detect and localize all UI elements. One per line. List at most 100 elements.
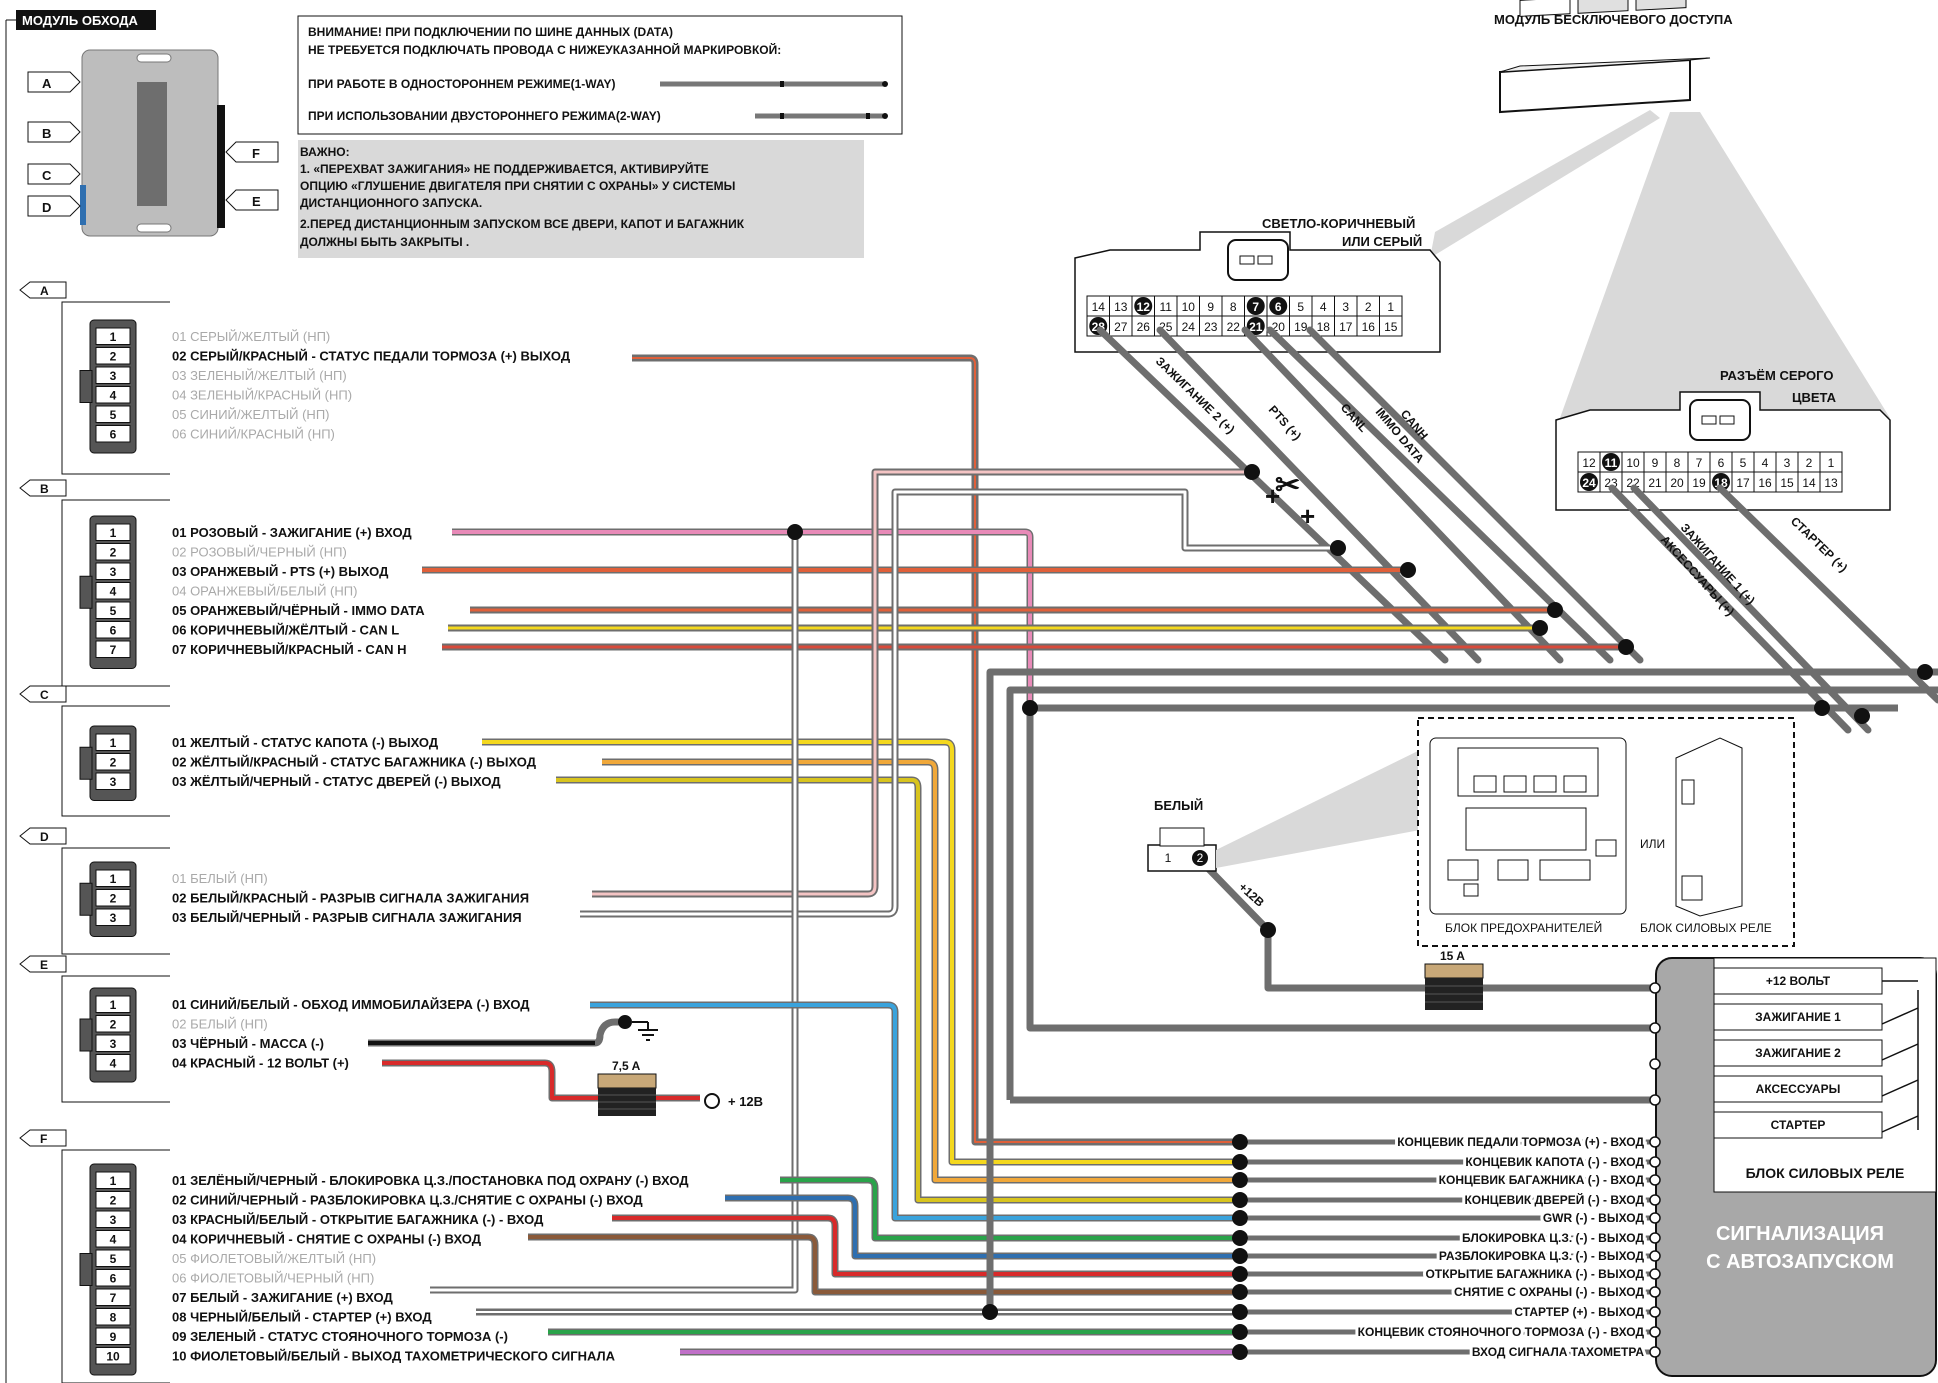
grey-pins-pin-9: 9 [1652, 456, 1659, 470]
grey-pins-pin-10: 10 [1626, 456, 1640, 470]
white-connector: БЕЛЫЙ 1 2 +12В [1147, 750, 1420, 910]
grey-pins-pin-20: 20 [1670, 476, 1684, 490]
brown-pins-pin-2: 2 [1365, 300, 1372, 314]
wire-label-a-5: 05 СИНИЙ/ЖЕЛТЫЙ (НП) [172, 407, 330, 422]
grey-pins-pin-21: 21 [1648, 476, 1662, 490]
wire-label-f-10: 10 ФИОЛЕТОВЫЙ/БЕЛЫЙ - ВЫХОД ТАХОМЕТРИЧЕС… [172, 1349, 616, 1364]
wire-label-b-7: 07 КОРИЧНЕВЫЙ/КРАСНЫЙ - CAN H [172, 642, 407, 657]
wire-label-f-9: 09 ЗЕЛЕНЫЙ - СТАТУС СТОЯНОЧНОГО ТОРМОЗА … [172, 1329, 508, 1344]
pin-a-3: 3 [110, 369, 117, 383]
wire-label-b-5: 05 ОРАНЖЕВЫЙ/ЧЁРНЫЙ - IMMO DATA [172, 603, 425, 618]
svg-text:БЛОК СИЛОВЫХ РЕЛЕ: БЛОК СИЛОВЫХ РЕЛЕ [1640, 921, 1772, 935]
svg-text:ВАЖНО:: ВАЖНО: [300, 145, 350, 159]
connector-tag-b: B [40, 482, 49, 496]
alarm-input-1: КОНЦЕВИК ПЕДАЛИ ТОРМОЗА (+) - ВХОД [1397, 1135, 1644, 1149]
alarm-title-2: С АВТОЗАПУСКОМ [1706, 1251, 1894, 1273]
grey-pins-pin-19: 19 [1692, 476, 1706, 490]
pin-f-4: 4 [110, 1233, 117, 1247]
brown-pins-pin-8: 8 [1230, 300, 1237, 314]
brown-pins-pin-16: 16 [1362, 320, 1376, 334]
brown-pins-pin-15: 15 [1384, 320, 1398, 334]
pin-f-3: 3 [110, 1213, 117, 1227]
pin-a-1: 1 [110, 330, 117, 344]
brown-pins-pin-11: 11 [1160, 300, 1173, 314]
svg-text:A: A [42, 76, 52, 91]
brown-pins-pin-23: 23 [1204, 320, 1218, 334]
wire-label-c-2: 02 ЖЁЛТЫЙ/КРАСНЫЙ - СТАТУС БАГАЖНИКА (-)… [172, 755, 537, 770]
scissors-icon: ✂ [1275, 469, 1300, 502]
svg-text:E: E [252, 194, 261, 209]
pin-b-1: 1 [110, 526, 117, 540]
alarm-input-4: КОНЦЕВИК ДВЕРЕЙ (-) - ВХОД [1464, 1192, 1644, 1207]
brown-pins-pin-18: 18 [1317, 320, 1331, 334]
port-tag-b: B [27, 121, 81, 143]
svg-text:ИЛИ СЕРЫЙ: ИЛИ СЕРЫЙ [1342, 234, 1422, 249]
pin-f-6: 6 [110, 1272, 117, 1286]
svg-text:БЕЛЫЙ: БЕЛЫЙ [1154, 798, 1203, 813]
alarm-input-6: БЛОКИРОВКА Ц.З. (-) - ВЫХОД [1462, 1231, 1644, 1245]
brown-pins-pin-7: 7 [1252, 300, 1259, 314]
wire-label-f-7: 07 БЕЛЫЙ - ЗАЖИГАНИЕ (+) ВХОД [172, 1290, 393, 1305]
main-wires [368, 354, 1938, 1356]
pin-c-3: 3 [110, 775, 117, 789]
svg-text:D: D [42, 200, 51, 215]
port-tag-d: D [27, 195, 81, 217]
connector-tag-e: E [40, 958, 48, 972]
alarm-input-11: КОНЦЕВИК СТОЯНОЧНОГО ТОРМОЗА (-) - ВХОД [1358, 1325, 1645, 1339]
pin-b-6: 6 [110, 624, 117, 638]
brown-pins-pin-19: 19 [1294, 320, 1308, 334]
brown-pins-pin-26: 26 [1137, 320, 1151, 334]
svg-text:2: 2 [1197, 851, 1204, 865]
brown-pins-pin-10: 10 [1182, 300, 1196, 314]
pin-b-7: 7 [110, 643, 117, 657]
alarm-title-1: СИГНАЛИЗАЦИЯ [1716, 1223, 1884, 1245]
grey-pins-pin-6: 6 [1718, 456, 1725, 470]
svg-text:1. «ПЕРЕХВАТ ЗАЖИГАНИЯ» НЕ ПОД: 1. «ПЕРЕХВАТ ЗАЖИГАНИЯ» НЕ ПОДДЕРЖИВАЕТС… [300, 161, 709, 176]
svg-text:15 A: 15 A [1440, 949, 1465, 963]
wire-label-b-6: 06 КОРИЧНЕВЫЙ/ЖЁЛТЫЙ - CAN L [172, 623, 399, 638]
port-tag-e: E [225, 189, 279, 211]
wire-label-c-1: 01 ЖЕЛТЫЙ - СТАТУС КАПОТА (-) ВЫХОД [172, 735, 439, 750]
alarm-input-2: КОНЦЕВИК КАПОТА (-) - ВХОД [1465, 1155, 1644, 1169]
pin-f-9: 9 [110, 1330, 117, 1344]
wire-label-f-4: 04 КОРИЧНЕВЫЙ - СНЯТИЕ С ОХРАНЫ (-) ВХОД [172, 1232, 482, 1247]
attention-line2: НЕ ТРЕБУЕТСЯ ПОДКЛЮЧАТЬ ПРОВОДА С НИЖЕУК… [308, 42, 781, 57]
alarm-input-5: GWR (-) - ВЫХОД [1543, 1211, 1645, 1225]
svg-text:F: F [252, 146, 260, 161]
wire-label-a-1: 01 СЕРЫЙ/ЖЕЛТЫЙ (НП) [172, 329, 330, 344]
module-port-tags: A B C D F E [27, 71, 279, 217]
ground-icon [632, 1021, 658, 1041]
wire-label-f-6: 06 ФИОЛЕТОВЫЙ/ЧЕРНЫЙ (НП) [172, 1271, 374, 1286]
grey-pins-pin-24: 24 [1582, 476, 1596, 490]
wire-label-a-6: 06 СИНИЙ/КРАСНЫЙ (НП) [172, 427, 335, 442]
fuse-15a: 15 A [1424, 949, 1484, 1010]
wire-label-e-3: 03 ЧЁРНЫЙ - МАССА (-) [172, 1036, 324, 1051]
grey-pins-pin-11: 11 [1605, 456, 1618, 470]
brown-pins-pin-24: 24 [1182, 320, 1196, 334]
wire-label-f-1: 01 ЗЕЛЁНЫЙ/ЧЕРНЫЙ - БЛОКИРОВКА Ц.З./ПОСТ… [172, 1173, 689, 1188]
wire-label-e-4: 04 КРАСНЫЙ - 12 ВОЛЬТ (+) [172, 1056, 349, 1071]
port-tag-f: F [225, 141, 279, 163]
wire-label-b-3: 03 ОРАНЖЕВЫЙ - PTS (+) ВЫХОД [172, 564, 389, 579]
wire-label-d-1: 01 БЕЛЫЙ (НП) [172, 871, 268, 886]
pin-b-5: 5 [110, 604, 117, 618]
pin-c-1: 1 [110, 736, 117, 750]
wire-label-f-5: 05 ФИОЛЕТОВЫЙ/ЖЕЛТЫЙ (НП) [172, 1251, 376, 1266]
grey-pins-pin-12: 12 [1582, 456, 1596, 470]
pin-a-6: 6 [110, 428, 117, 442]
fuse-relay-panel: БЛОК ПРЕДОХРАНИТЕЛЕЙ ИЛИ БЛОК СИЛОВЫХ РЕ… [1417, 717, 1795, 947]
svg-text:ОПЦИЮ «ГЛУШЕНИЕ ДВИГАТЕЛЯ ПРИ: ОПЦИЮ «ГЛУШЕНИЕ ДВИГАТЕЛЯ ПРИ СНЯТИИ С О… [300, 179, 735, 193]
wire-label-b-2: 02 РОЗОВЫЙ/ЧЕРНЫЙ (НП) [172, 545, 347, 560]
grey-pins-pin-1: 1 [1828, 456, 1835, 470]
important-note: ВАЖНО: 1. «ПЕРЕХВАТ ЗАЖИГАНИЯ» НЕ ПОДДЕР… [298, 140, 864, 258]
grey-pins-pin-8: 8 [1674, 456, 1681, 470]
pin-b-4: 4 [110, 585, 117, 599]
alarm-input-8: ОТКРЫТИЕ БАГАЖНИКА (-) - ВЫХОД [1425, 1267, 1644, 1281]
brown-pins-pin-21: 21 [1249, 320, 1263, 334]
junctions [618, 464, 1933, 1320]
brown-pins-pin-9: 9 [1207, 300, 1214, 314]
